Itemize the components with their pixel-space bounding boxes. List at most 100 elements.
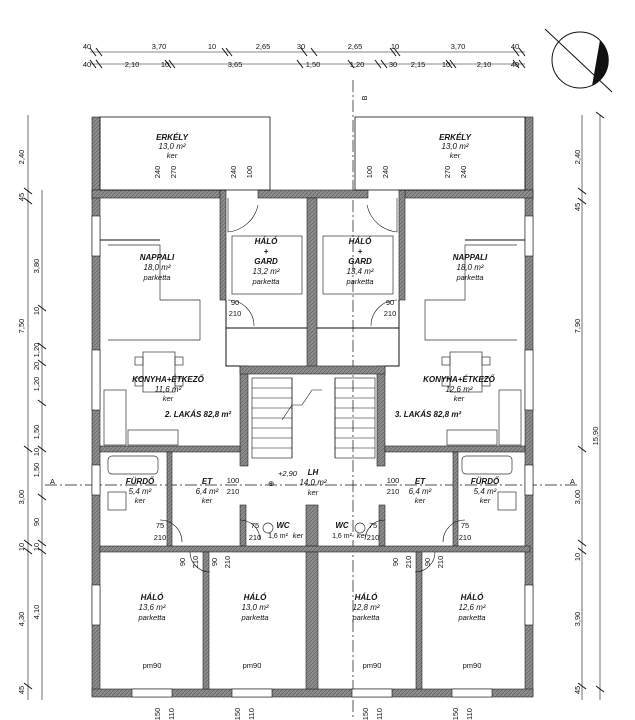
room-name: FÜRDŐ	[471, 477, 500, 486]
door-label: 100	[365, 166, 374, 179]
left-dimension-lines	[23, 115, 47, 700]
section-mark-a-left: A	[50, 477, 55, 486]
room-name: HÁLÓ	[355, 593, 378, 602]
room-floor: parketta	[240, 613, 268, 622]
room-floor: ker	[454, 394, 465, 403]
room-name: NAPPALI	[453, 253, 488, 262]
room-area: 5,4 m²	[474, 487, 497, 496]
dim-left: 45	[17, 193, 26, 201]
room-area: 11,6 m²	[155, 385, 182, 394]
dim-left: 10	[32, 307, 41, 315]
room-name: ERKÉLY	[156, 133, 189, 142]
dim-bottom: 110	[167, 708, 176, 720]
window-label: pm90	[143, 661, 162, 670]
dim-left: 4,10	[32, 605, 41, 620]
room-floor: parketta	[457, 613, 485, 622]
dim-left: 1,50	[32, 463, 41, 478]
dim-bottom: 150	[153, 708, 162, 720]
right-dimension-texts: 2,40 45 7,90 3,00 10 3,90 45 15,90	[573, 150, 600, 694]
room-name: FÜRDŐ	[126, 477, 155, 486]
bottom-dimension-texts: 150 110 150 110 150 110 150 110	[153, 708, 474, 720]
room-area: 12,8 m²	[352, 603, 379, 612]
room-name: HÁLÓ	[349, 237, 372, 246]
room-floor: parketta	[455, 273, 483, 282]
door-label: 210	[367, 533, 380, 542]
dim-left: 10	[32, 543, 41, 551]
dim-right: 7,90	[573, 319, 582, 334]
room-name: WC	[276, 521, 290, 530]
room-floor: ker	[480, 496, 491, 505]
room-name: GARD	[348, 257, 372, 266]
door-label: 100	[387, 476, 400, 485]
dim-top: 30	[297, 42, 305, 51]
door-label: 240	[459, 166, 468, 179]
dim-right-total: 15,90	[591, 427, 600, 446]
dim-left: 1,50	[32, 425, 41, 440]
door-label: 90	[391, 558, 400, 566]
staircase	[251, 377, 376, 459]
room-area: 6,4 m²	[409, 487, 432, 496]
door-label: 210	[227, 487, 240, 496]
dim-left: 4,30	[17, 612, 26, 627]
dim-bottom: 110	[465, 708, 474, 720]
room-floor: ker	[415, 496, 426, 505]
dim-top: 2,65	[256, 42, 271, 51]
dim-top: 40	[511, 42, 519, 51]
door-label: 210	[154, 533, 167, 542]
room-area: 5,4 m²	[129, 487, 152, 496]
dim-top: 10	[391, 42, 399, 51]
room-area: 12,6 m²	[445, 385, 472, 394]
room-floor: parketta	[142, 273, 170, 282]
door-label: 210	[436, 556, 445, 569]
door-label: 210	[404, 556, 413, 569]
room-name: KONYHA+ÉTKEZŐ	[423, 375, 496, 384]
room-floor: parketta	[351, 613, 379, 622]
dim-left: 3,00	[17, 490, 26, 505]
furniture	[103, 235, 522, 534]
dim-top: 2,15	[411, 60, 426, 69]
window-marks	[91, 215, 534, 698]
room-area: 14,0 m²	[299, 478, 326, 487]
door-labels: 90 210 90 210 100 210 100 210 75 210 75 …	[154, 298, 472, 568]
room-name: WC	[335, 521, 349, 530]
section-mark-b: B	[360, 95, 369, 100]
dim-top: 40	[511, 60, 519, 69]
dim-top: 1,50	[306, 60, 321, 69]
dim-top: 2,10	[477, 60, 492, 69]
door-label: 90	[210, 558, 219, 566]
section-line-a: A A	[45, 477, 580, 486]
room-area: 6,4 m²	[196, 487, 219, 496]
room-area: 13,6 m²	[138, 603, 165, 612]
room-floor: ker	[450, 151, 461, 160]
room-area: 13,2 m²	[252, 267, 279, 276]
room-area: 18,0 m²	[456, 263, 483, 272]
section-mark-a-right: A	[570, 477, 575, 486]
door-label: 240	[153, 166, 162, 179]
room-name: LH	[308, 468, 319, 477]
dim-bottom: 150	[233, 708, 242, 720]
dim-bottom: 150	[361, 708, 370, 720]
door-label: 210	[249, 533, 262, 542]
door-label: 75	[251, 521, 259, 530]
dim-top: 2,10	[125, 60, 140, 69]
room-name: HÁLÓ	[461, 593, 484, 602]
dim-top: 10	[161, 60, 169, 69]
door-label: 90	[386, 298, 394, 307]
dim-left: 3,80	[32, 259, 41, 274]
dim-right: 3,90	[573, 612, 582, 627]
room-floor: parketta	[251, 277, 279, 286]
door-label: 210	[387, 487, 400, 496]
balcony-outlines	[99, 116, 526, 191]
window-label: pm90	[463, 661, 482, 670]
room-name: ET	[202, 477, 213, 486]
dim-left: 20	[32, 362, 41, 370]
top-dimension-texts: 40 3,70 10 2,65 30 2,65 10 3,70 40 40 2,…	[83, 42, 519, 69]
dim-top: 2,65	[348, 42, 363, 51]
apartment-label: 2. LAKÁS 82,8 m²	[164, 410, 232, 419]
dim-right: 10	[573, 553, 582, 561]
dim-top: 3,70	[451, 42, 466, 51]
room-name: NAPPALI	[140, 253, 175, 262]
level-text: +2,90	[278, 469, 298, 478]
dim-left: 45	[17, 686, 26, 694]
room-area: 13,0 m²	[241, 603, 268, 612]
